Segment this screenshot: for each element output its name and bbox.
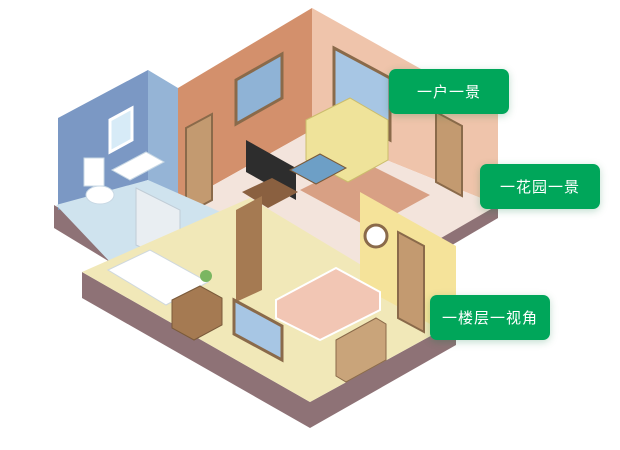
bath-right-wall — [148, 70, 178, 205]
bookshelf — [335, 317, 387, 383]
bed — [275, 266, 381, 342]
toilet-tank — [83, 157, 105, 187]
bath-base — [54, 205, 110, 262]
toilet — [85, 185, 115, 205]
floor-base — [82, 272, 456, 428]
label-one-garden-one-view[interactable]: 一花园一景 — [480, 164, 600, 209]
label-one-floor-one-perspective[interactable]: 一楼层一视角 — [430, 295, 550, 340]
door-bedroom — [397, 230, 425, 334]
door-living-left — [185, 112, 213, 216]
bathtub — [106, 249, 210, 306]
cactus-plant — [200, 270, 212, 282]
coffee-table — [288, 153, 348, 185]
label-one-home-one-view[interactable]: 一户一景 — [389, 69, 509, 114]
dresser — [171, 285, 223, 341]
mirror — [108, 105, 134, 155]
sink — [110, 151, 166, 181]
living-rug — [300, 160, 430, 228]
bedroom-window — [232, 297, 284, 363]
door-living-right — [435, 110, 463, 198]
bedroom-left-wall — [236, 196, 262, 302]
window-left — [234, 51, 284, 127]
wall-clock — [363, 223, 389, 249]
